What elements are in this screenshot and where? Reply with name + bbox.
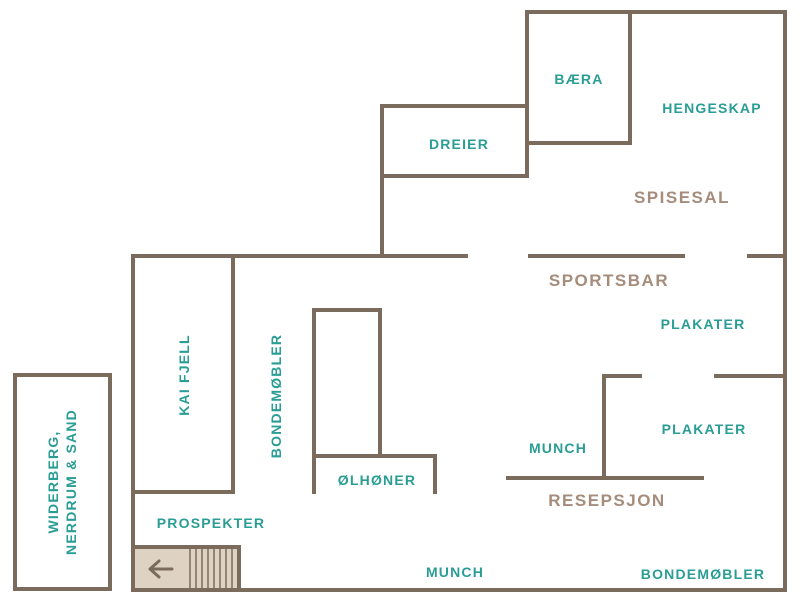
room-label-kai-fjell[interactable]: KAI FJELL: [176, 334, 192, 416]
area-label-sportsbar[interactable]: SPORTSBAR: [549, 271, 669, 290]
room-label-hengeskap[interactable]: HENGESKAP: [662, 100, 761, 116]
baera-room-wall: [525, 10, 632, 145]
room-label-olhoner[interactable]: ØLHØNER: [338, 472, 416, 488]
room-label-munch-bottom[interactable]: MUNCH: [426, 564, 484, 580]
room-label-plakater-top[interactable]: PLAKATER: [661, 316, 746, 332]
entrance[interactable]: [133, 545, 241, 590]
room-label-baera[interactable]: BÆRA: [554, 71, 603, 87]
widerberg-line-1: WIDERBERG,: [45, 431, 61, 534]
room-label-bondemobler-bottom[interactable]: BONDEMØBLER: [641, 566, 765, 582]
walls: [13, 10, 787, 592]
kai-fjell-room-wall: [131, 254, 235, 494]
widerberg-line-2: NERDRUM & SAND: [63, 409, 79, 555]
area-label-spisesal[interactable]: SPISESAL: [634, 188, 730, 207]
room-label-widerberg[interactable]: WIDERBERG, NERDRUM & SAND: [45, 409, 79, 555]
plakater-room-wall: [602, 374, 642, 480]
room-label-munch-center[interactable]: MUNCH: [529, 440, 587, 456]
outer-wall: [131, 10, 787, 592]
dreier-room-wall: [380, 104, 529, 178]
room-label-dreier[interactable]: DREIER: [429, 136, 489, 152]
stairs-icon: [189, 548, 233, 588]
room-label-prospekter[interactable]: PROSPEKTER: [157, 515, 265, 531]
area-label-resepsjon[interactable]: RESEPSJON: [548, 491, 665, 510]
room-label-plakater-bottom[interactable]: PLAKATER: [662, 421, 747, 437]
room-label-bondemobler-vertical[interactable]: BONDEMØBLER: [268, 334, 284, 458]
arrow-left-icon: [148, 559, 174, 579]
olhoner-room-wall: [312, 308, 437, 494]
widerberg-building-wall: [13, 373, 112, 591]
